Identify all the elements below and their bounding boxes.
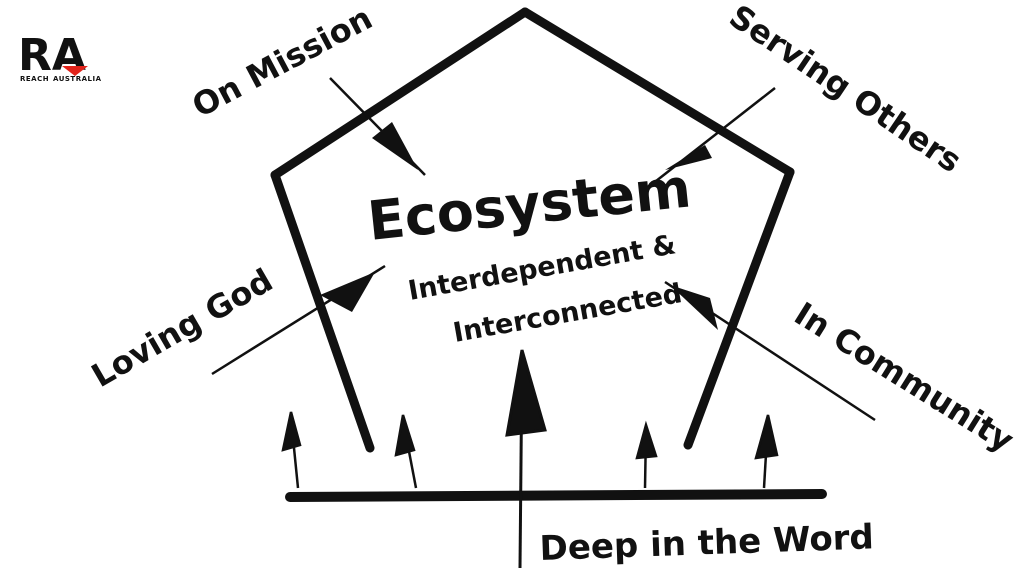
pointer-in-community [664, 280, 876, 422]
label-on-mission: On Mission [186, 0, 378, 125]
pointer-loving-god [211, 264, 386, 376]
pointer-on-mission [329, 77, 426, 176]
pentagon-outline [270, 7, 795, 453]
upward-arrow-2 [394, 414, 418, 489]
logo-subtitle-left: REACH [20, 75, 49, 83]
upward-arrow-4 [635, 420, 658, 489]
pointer-serving-others [641, 87, 776, 193]
reach-australia-logo: RA REACH AUSTRALIA [18, 30, 102, 83]
upward-arrow-5 [754, 414, 779, 489]
label-deep-in-the-word: Deep in the Word [539, 517, 875, 569]
upward-arrow-center [505, 349, 547, 569]
label-in-community: In Community [788, 295, 1021, 460]
foundation-line [285, 489, 827, 502]
logo-subtitle-right: AUSTRALIA [53, 75, 102, 83]
logo-accent-triangle [62, 66, 88, 76]
label-loving-god: Loving God [85, 261, 279, 395]
upward-arrow-1 [281, 411, 302, 489]
